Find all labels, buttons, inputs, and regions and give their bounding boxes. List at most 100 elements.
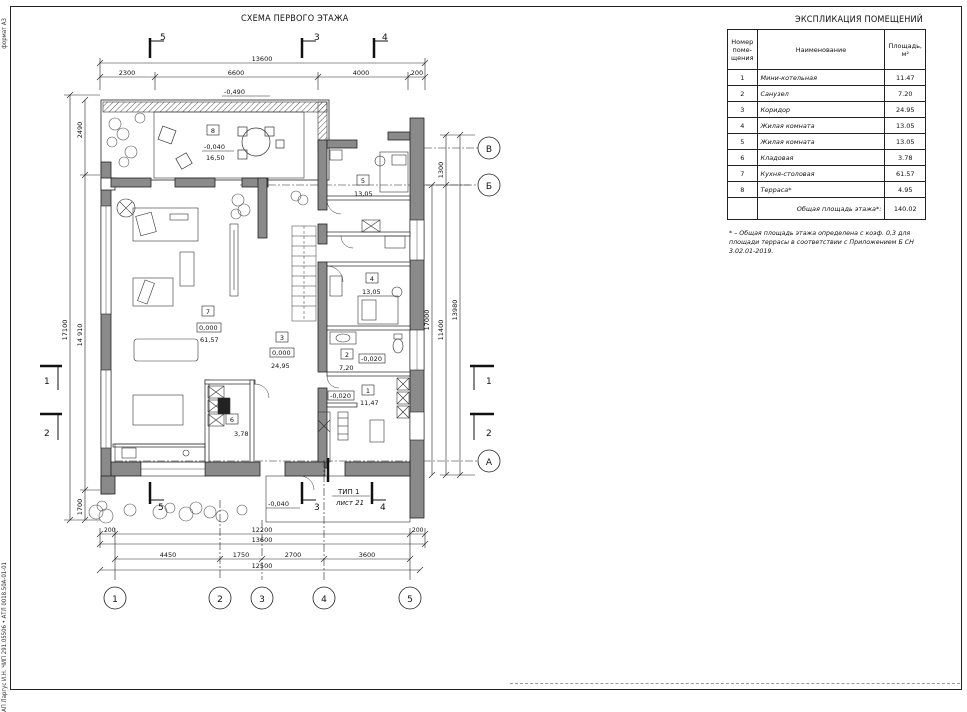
room-3-num: 3 <box>280 334 284 342</box>
bottom-dimensions <box>96 460 429 580</box>
header-area: Площадь, м² <box>884 29 926 70</box>
room-1-num: 1 <box>366 387 370 395</box>
bottom-plantings <box>88 500 248 524</box>
level-bottom: -0,040 <box>268 500 289 508</box>
axis-label-1: 1 <box>112 595 118 605</box>
section-label-left-1: 1 <box>44 377 50 387</box>
dim-bottom-12500: 12500 <box>252 562 273 570</box>
section-label-bottom-4: 4 <box>380 503 386 513</box>
room-7-area: 61,57 <box>200 336 219 344</box>
room-8-level: -0,040 <box>204 143 225 151</box>
terrace-furniture <box>157 125 285 170</box>
dim-left-top: 2490 <box>76 122 84 139</box>
axis-label-v: В <box>486 145 492 155</box>
section-mark-right-1 <box>470 364 494 390</box>
right-dimensions <box>426 131 475 479</box>
explication-note: * – Общая площадь этажа определена с коэ… <box>729 230 914 255</box>
header-room-number: Номер поме- щения <box>727 29 758 70</box>
dim-top-2: 6600 <box>228 69 245 77</box>
section-label-top-3: 3 <box>314 33 320 43</box>
callout-label: ТИП 1 <box>337 488 359 496</box>
room-8-num: 8 <box>211 127 215 135</box>
dim-right-outer: 13980 <box>451 300 459 321</box>
exterior-walls <box>100 117 425 519</box>
bathroom-fixtures <box>329 331 404 354</box>
dim-bottom-12200: 12200 <box>252 526 273 534</box>
room-2-level: -0,020 <box>361 355 382 363</box>
kitchen-furniture <box>114 198 239 463</box>
stairs <box>291 225 317 322</box>
section-mark-bottom-5 <box>148 482 164 504</box>
dim-right-top: 1300 <box>437 162 445 179</box>
axis-label-3: 3 <box>259 595 265 605</box>
total-row: Общая площадь этажа*: 140.02 <box>727 197 926 220</box>
dim-bottom-chain-3: 2700 <box>285 551 302 559</box>
title-block-edge <box>510 683 960 684</box>
section-mark-top-4 <box>372 38 388 58</box>
axis-label-4: 4 <box>321 595 327 605</box>
dim-top-3: 4000 <box>353 69 370 77</box>
room-6-area: 3,78 <box>234 430 248 438</box>
axis-label-5: 5 <box>407 595 413 605</box>
room-1-level: -0,020 <box>330 392 351 400</box>
top-dimensions <box>96 58 429 90</box>
section-mark-left-2 <box>40 412 62 440</box>
section-mark-top-5 <box>148 38 164 58</box>
section-mark-left-1 <box>40 364 62 390</box>
section-label-top-4: 4 <box>382 33 388 43</box>
explication-table: Номер поме- щения Наименование Площадь, … <box>727 29 926 220</box>
level-top: -0,490 <box>224 88 245 96</box>
axis-bubble-a <box>477 449 501 473</box>
section-mark-top-3 <box>300 38 316 58</box>
axis-label-b: Б <box>486 182 492 192</box>
dim-top-overall: 13600 <box>252 55 273 63</box>
total-value: 140.02 <box>884 197 926 220</box>
dim-bottom-chain-1: 4450 <box>160 551 177 559</box>
axis-bubble-b <box>477 173 501 197</box>
axis-bubbles-bottom <box>103 586 422 610</box>
section-label-top-5: 5 <box>160 33 166 43</box>
section-label-bottom-3: 3 <box>314 503 320 513</box>
dim-top-4: 200 <box>411 69 423 77</box>
room-7-level: 0,000 <box>199 324 218 332</box>
room-4-num: 4 <box>370 275 374 283</box>
total-label: Общая площадь этажа*: <box>756 197 886 220</box>
section-label-right-1: 1 <box>486 377 492 387</box>
section-mark-bottom-4 <box>370 482 386 504</box>
drawing-sheet-frame <box>10 6 962 690</box>
dim-right-mid: 17000 <box>423 310 431 331</box>
section-label-right-2: 2 <box>486 429 492 439</box>
storage-shelves <box>207 385 231 427</box>
dim-top-1: 2300 <box>119 69 136 77</box>
axis-label-2: 2 <box>217 595 223 605</box>
dim-bottom-chain-2: 1750 <box>233 551 250 559</box>
section-label-left-2: 2 <box>44 429 50 439</box>
axis-bubble-v <box>477 136 501 160</box>
dim-bottom-small-left: 200 <box>104 527 116 534</box>
room-4-area: 13,05 <box>362 288 381 296</box>
room-3-area: 24,95 <box>271 362 290 370</box>
room-6-num: 6 <box>230 416 234 424</box>
explication-title: ЭКСПЛИКАЦИЯ ПОМЕЩЕНИЙ <box>795 15 924 25</box>
plan-title: СХЕМА ПЕРВОГО ЭТАЖА <box>241 14 349 24</box>
dim-left-outer: 17100 <box>61 320 69 341</box>
callout-sheet: лист 21 <box>335 499 364 507</box>
bedroom-furniture <box>329 149 409 325</box>
section-label-bottom-5: 5 <box>158 503 164 513</box>
dim-bottom-small-right: 200 <box>412 527 424 534</box>
dim-left-inner: 14 910 <box>76 324 84 347</box>
axis-label-a: А <box>486 458 493 468</box>
terrace-bushes <box>106 112 146 168</box>
dim-right-inner: 11400 <box>437 320 445 341</box>
section-mark-bottom-3 <box>300 482 316 504</box>
room-1-area: 11,47 <box>360 399 379 407</box>
dim-bottom-chain-4: 3600 <box>359 551 376 559</box>
